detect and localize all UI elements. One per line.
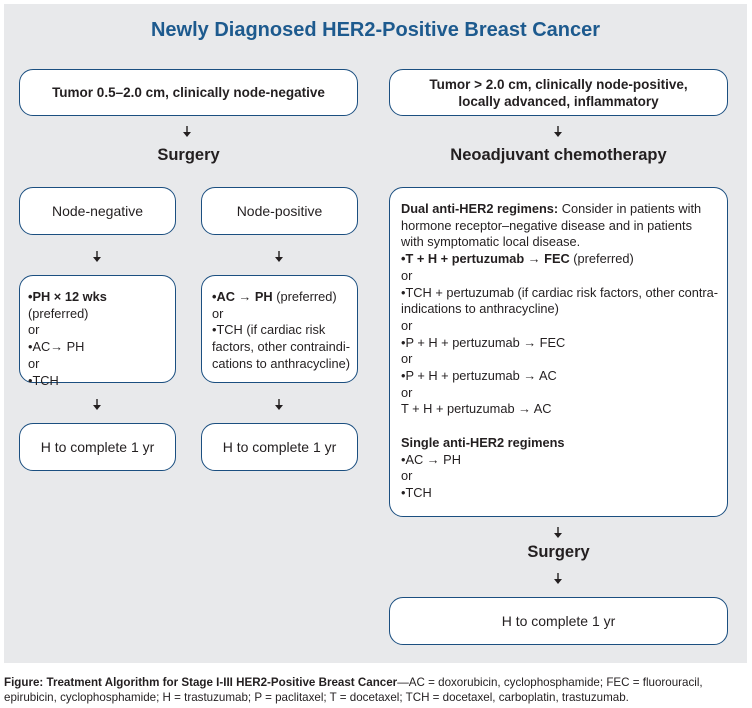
arrow-down-icon bbox=[553, 573, 563, 585]
arrow-down-icon bbox=[274, 251, 284, 263]
regimen-line-text: indications to anthracycline) bbox=[401, 301, 559, 317]
node-positive-box: Node-positive bbox=[201, 187, 358, 235]
regimen-line: •TCH + pertuzumab (if cardiac risk facto… bbox=[401, 285, 719, 302]
right-entry-line1: Tumor > 2.0 cm, clinically node-positive… bbox=[429, 76, 688, 92]
regimen-line: Single anti-HER2 regimens bbox=[401, 435, 719, 452]
regimen-line: •AC → PH (preferred) bbox=[212, 289, 353, 306]
regimen-line-bold: Single anti-HER2 regimens bbox=[401, 434, 565, 450]
regimen-line: cations to anthracycline) bbox=[212, 356, 353, 373]
regimen-line: or bbox=[28, 322, 169, 339]
regimen-line: with symptomatic local disease. bbox=[401, 234, 719, 251]
node-negative-outcome: H to complete 1 yr bbox=[40, 438, 155, 455]
caption-text: —AC = doxorubicin, cyclophosphamide; FEC… bbox=[4, 676, 703, 704]
regimen-line-text: T + H + pertuzumab → AC bbox=[401, 401, 552, 417]
regimen-line-text: •P + H + pertuzumab → FEC bbox=[401, 334, 566, 350]
regimen-line-text: Consider in patients with bbox=[558, 201, 702, 216]
regimen-line-text: cations to anthracycline) bbox=[212, 355, 350, 371]
node-positive-regimen-list: •AC → PH (preferred)or•TCH (if cardiac r… bbox=[212, 289, 353, 373]
regimen-line-text: (preferred) bbox=[28, 305, 89, 321]
right-entry-box: Tumor > 2.0 cm, clinically node-positive… bbox=[389, 69, 728, 116]
arrow-down-icon bbox=[553, 126, 563, 138]
regimen-line-text: or bbox=[401, 317, 413, 333]
regimen-line-text: •TCH bbox=[401, 484, 432, 500]
arrow-down-icon bbox=[92, 399, 102, 411]
regimen-line: •TCH bbox=[28, 373, 169, 390]
neoadjuvant-heading: Neoadjuvant chemotherapy bbox=[450, 146, 667, 164]
regimen-line-text: or bbox=[28, 355, 40, 371]
regimen-line: •T + H + pertuzumab → FEC (preferred) bbox=[401, 251, 719, 268]
arrow-down-icon bbox=[92, 251, 102, 263]
node-negative-label: Node-negative bbox=[51, 202, 144, 219]
regimen-line-text: •AC → PH bbox=[401, 451, 461, 467]
regimen-line: or bbox=[401, 318, 719, 335]
regimen-line: •P + H + pertuzumab → FEC bbox=[401, 335, 719, 352]
regimen-line-text: factors, other contraindi- bbox=[212, 339, 350, 355]
regimen-line: •P + H + pertuzumab → AC bbox=[401, 368, 719, 385]
regimen-line: or bbox=[401, 385, 719, 402]
regimen-line-bold: •PH × 12 wks bbox=[28, 289, 107, 304]
regimen-line-text: with symptomatic local disease. bbox=[401, 234, 581, 250]
node-negative-box: Node-negative bbox=[19, 187, 176, 235]
arrow-down-icon bbox=[182, 126, 192, 138]
regimen-line-text: (preferred) bbox=[569, 251, 634, 267]
regimen-line: T + H + pertuzumab → AC bbox=[401, 401, 719, 418]
regimen-line-text: or bbox=[401, 267, 413, 283]
regimen-line: indications to anthracycline) bbox=[401, 301, 719, 318]
right-entry-line2: locally advanced, inflammatory bbox=[458, 93, 659, 109]
regimen-line-text: or bbox=[212, 305, 224, 321]
regimen-line: or bbox=[401, 468, 719, 485]
regimen-line: or bbox=[212, 306, 353, 323]
regimen-line-text: •AC→ PH bbox=[28, 339, 85, 355]
regimen-line: or bbox=[28, 356, 169, 373]
regimen-line-text: •TCH + pertuzumab (if cardiac risk facto… bbox=[401, 284, 719, 300]
diagram-title: Newly Diagnosed HER2-Positive Breast Can… bbox=[150, 19, 601, 41]
regimen-line: •AC → PH bbox=[401, 452, 719, 469]
regimen-line: or bbox=[401, 351, 719, 368]
regimen-line-text: or bbox=[401, 468, 413, 484]
regimen-line: •TCH bbox=[401, 485, 719, 502]
regimen-line bbox=[401, 418, 719, 435]
node-positive-outcome-box: H to complete 1 yr bbox=[201, 423, 358, 471]
left-entry-text: Tumor 0.5–2.0 cm, clinically node-negati… bbox=[52, 85, 325, 100]
regimen-line: •PH × 12 wks (preferred) bbox=[28, 289, 169, 322]
regimen-line-bold: •T + H + pertuzumab → FEC bbox=[401, 251, 570, 267]
regimen-line-text: •TCH (if cardiac risk bbox=[212, 322, 326, 338]
left-surgery-heading: Surgery bbox=[157, 146, 220, 164]
caption-lead: Figure: Treatment Algorithm for Stage I-… bbox=[4, 676, 398, 689]
node-positive-label: Node-positive bbox=[236, 202, 323, 219]
regimen-line: •AC→ PH bbox=[28, 339, 169, 356]
right-surgery-heading: Surgery bbox=[527, 543, 590, 561]
node-positive-regimen-box: •AC → PH (preferred)or•TCH (if cardiac r… bbox=[201, 275, 358, 383]
regimen-line-text: or bbox=[401, 351, 413, 367]
regimen-line: factors, other contraindi- bbox=[212, 339, 353, 356]
regimen-line: Dual anti-HER2 regimens: Consider in pat… bbox=[401, 201, 719, 218]
node-positive-outcome: H to complete 1 yr bbox=[222, 438, 337, 455]
figure-caption: Figure: Treatment Algorithm for Stage I-… bbox=[4, 675, 748, 705]
regimen-line-bold: Dual anti-HER2 regimens: bbox=[401, 201, 559, 216]
regimen-line-text: hormone receptor–negative disease and in… bbox=[401, 217, 692, 233]
regimen-line-text: or bbox=[28, 322, 40, 338]
regimen-line-bold: •AC → PH bbox=[212, 289, 273, 304]
regimen-line: hormone receptor–negative disease and in… bbox=[401, 218, 719, 235]
right-outcome-box: H to complete 1 yr bbox=[389, 597, 728, 645]
arrow-down-icon bbox=[553, 527, 563, 539]
neoadjuvant-regimen-list: Dual anti-HER2 regimens: Consider in pat… bbox=[401, 201, 719, 502]
regimen-line-text: •TCH bbox=[28, 372, 59, 388]
regimen-line: •TCH (if cardiac risk bbox=[212, 322, 353, 339]
regimen-line-text: (preferred) bbox=[272, 289, 337, 304]
arrow-down-icon bbox=[274, 399, 284, 411]
left-entry-box: Tumor 0.5–2.0 cm, clinically node-negati… bbox=[19, 69, 358, 116]
node-negative-outcome-box: H to complete 1 yr bbox=[19, 423, 176, 471]
regimen-line-text: or bbox=[401, 384, 413, 400]
neoadjuvant-regimens-box: Dual anti-HER2 regimens: Consider in pat… bbox=[389, 187, 728, 517]
regimen-line: or bbox=[401, 268, 719, 285]
right-outcome: H to complete 1 yr bbox=[501, 612, 616, 629]
regimen-line-text: •P + H + pertuzumab → AC bbox=[401, 368, 557, 384]
